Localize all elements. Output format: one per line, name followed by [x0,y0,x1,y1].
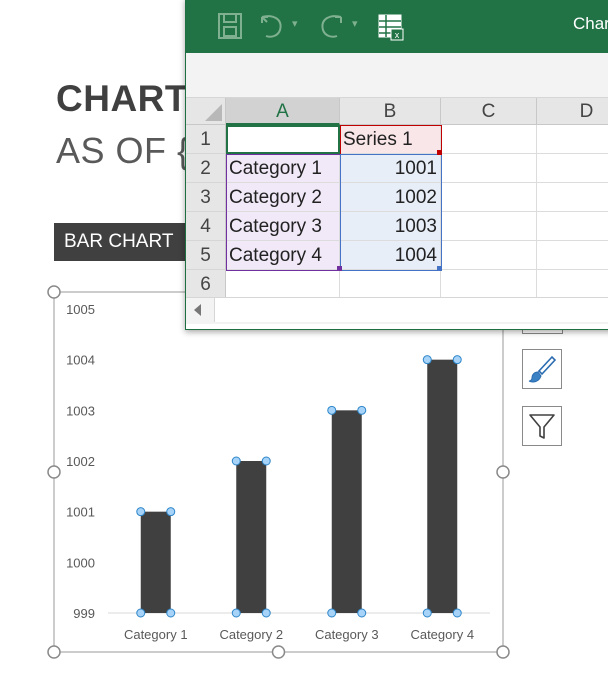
bar-selection-handle [136,507,146,517]
slide-subtitle: AS OF { [56,130,190,171]
cell-d6[interactable] [537,270,608,299]
cell-b3[interactable]: 1002 [340,183,441,212]
undo-dropdown-icon[interactable]: ▾ [292,18,298,30]
excel-data-window[interactable]: ▾ ▾ x Char A B C D 1 2 3 4 5 [185,0,608,330]
resize-handle[interactable] [496,465,510,479]
bar-selection-handle [231,608,241,618]
cell-a1[interactable] [226,125,340,154]
cell-b1[interactable]: Series 1 [340,125,441,154]
y-tick-label: 1002 [66,454,95,469]
y-tick-label: 1000 [66,555,95,570]
cell-c5[interactable] [441,241,537,270]
cell-d1[interactable] [537,125,608,154]
bar-2[interactable] [236,461,267,613]
redo-icon[interactable] [318,12,344,40]
scroll-track[interactable] [214,298,608,322]
undo-icon[interactable] [259,12,285,40]
cell-d4[interactable] [537,212,608,241]
resize-handle[interactable] [271,645,286,659]
cell-d3[interactable] [537,183,608,212]
cell-b6[interactable] [340,270,441,299]
bar-selection-handle [261,608,271,618]
bar-1[interactable] [140,511,171,613]
cell-a6[interactable] [226,270,340,299]
bar-selection-handle [166,507,176,517]
x-category-label: Category 3 [315,627,379,642]
bar-selection-handle [327,608,337,618]
value-range-handle[interactable] [437,266,442,271]
select-all-triangle-icon [205,104,222,121]
x-category-label: Category 4 [410,627,474,642]
row-header-6[interactable]: 6 [186,270,226,299]
row-header-1[interactable]: 1 [186,125,226,154]
horizontal-scrollbar[interactable] [186,297,608,324]
cell-d2[interactable] [537,154,608,183]
redo-dropdown-icon[interactable]: ▾ [352,18,358,30]
cell-a5[interactable]: Category 4 [226,241,340,270]
resize-handle[interactable] [496,645,510,659]
bar-selection-handle [357,405,367,415]
cell-b2[interactable]: 1001 [340,154,441,183]
y-tick-label: 1004 [66,353,95,368]
bar-selection-handle [166,608,176,618]
cell-c3[interactable] [441,183,537,212]
svg-text:x: x [395,30,400,40]
bar-selection-handle [452,608,462,618]
column-header-a[interactable]: A [226,98,340,125]
y-tick-label: 999 [73,606,95,621]
y-tick-label: 1003 [66,403,95,418]
chart-filters-button[interactable] [522,406,562,446]
cell-b5[interactable]: 1004 [340,241,441,270]
bar-selection-handle [357,608,367,618]
bar-selection-handle [261,456,271,466]
column-header-c[interactable]: C [441,98,537,125]
bar-4[interactable] [427,359,458,613]
category-range-handle[interactable] [337,266,342,271]
filter-icon [529,414,555,439]
cell-c2[interactable] [441,154,537,183]
row-header-5[interactable]: 5 [186,241,226,270]
cell-b4[interactable]: 1003 [340,212,441,241]
row-header-2[interactable]: 2 [186,154,226,183]
ribbon-area [186,53,608,98]
x-category-label: Category 1 [124,627,188,642]
excel-title-bar: ▾ ▾ x Char [186,0,608,53]
select-all-corner[interactable] [186,98,226,125]
row-header-4[interactable]: 4 [186,212,226,241]
edit-data-icon[interactable]: x [377,12,405,42]
save-icon[interactable] [217,12,243,40]
paintbrush-icon [528,355,557,383]
cell-a2[interactable]: Category 1 [226,154,340,183]
cell-d5[interactable] [537,241,608,270]
y-tick-label: 1001 [66,505,95,520]
y-tick-label: 1005 [66,302,95,317]
cell-c1[interactable] [441,125,537,154]
bar-3[interactable] [331,410,362,613]
section-tag: BAR CHART [54,223,200,261]
resize-handle[interactable] [47,645,61,659]
bar-selection-handle [452,355,462,365]
window-title: Char [573,14,608,33]
series-range-handle[interactable] [437,150,442,155]
column-header-d[interactable]: D [537,98,608,125]
cell-c6[interactable] [441,270,537,299]
bar-selection-handle [422,608,432,618]
scroll-left-arrow-icon[interactable] [194,304,201,316]
x-category-label: Category 2 [219,627,283,642]
bar-selection-handle [136,608,146,618]
cell-a4[interactable]: Category 3 [226,212,340,241]
resize-handle[interactable] [47,285,61,299]
chart-styles-button[interactable] [522,349,562,389]
bar-selection-handle [231,456,241,466]
cell-c4[interactable] [441,212,537,241]
row-header-3[interactable]: 3 [186,183,226,212]
cell-a3[interactable]: Category 2 [226,183,340,212]
column-header-b[interactable]: B [340,98,441,125]
resize-handle[interactable] [47,465,61,479]
bar-selection-handle [327,405,337,415]
bar-selection-handle [422,355,432,365]
